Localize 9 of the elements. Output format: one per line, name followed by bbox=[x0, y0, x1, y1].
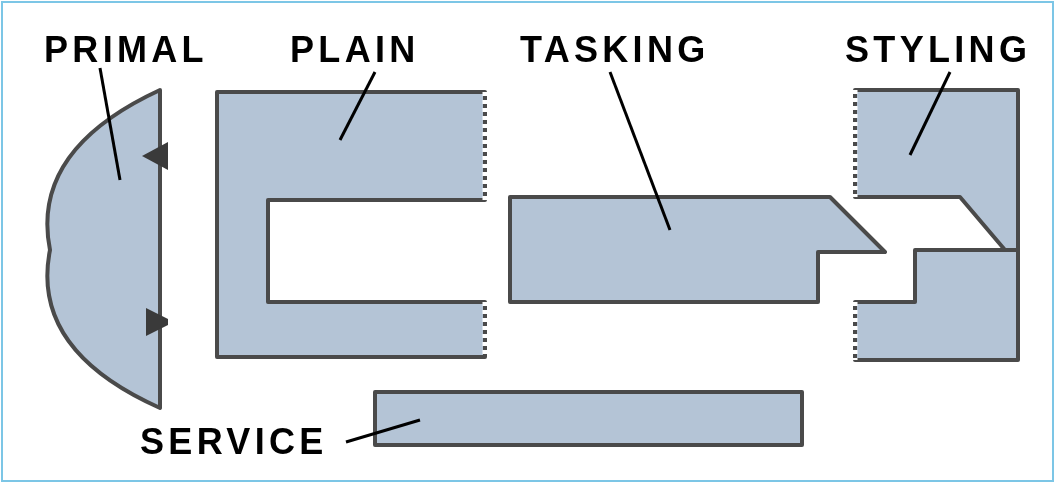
part-label: TASKING bbox=[520, 30, 710, 70]
leader-line bbox=[338, 71, 377, 141]
part-label: STYLING bbox=[845, 30, 1032, 70]
part-label: SERVICE bbox=[140, 422, 328, 462]
leader-line bbox=[98, 67, 122, 181]
part-label: PRIMAL bbox=[44, 30, 208, 70]
part-label: PLAIN bbox=[290, 30, 420, 70]
leader-line bbox=[608, 71, 672, 231]
leader-line bbox=[345, 418, 421, 444]
